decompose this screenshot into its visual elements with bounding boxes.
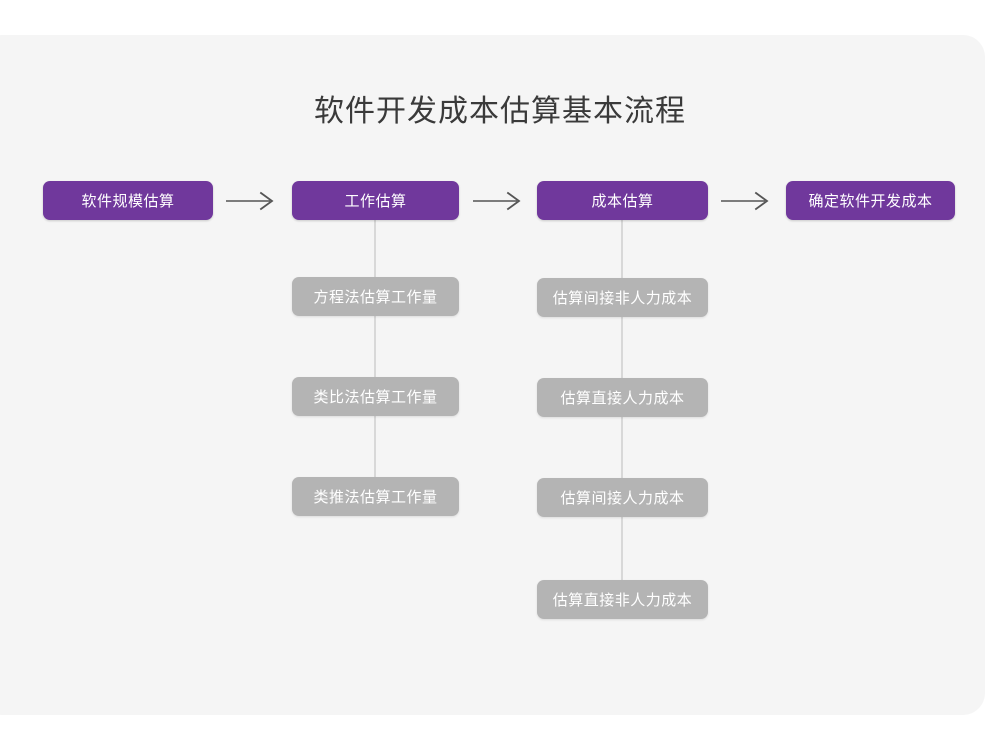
arrow-2-to-3-icon <box>471 190 527 212</box>
stage-node-3[interactable]: 成本估算 <box>537 181 708 220</box>
substep-node-3-1[interactable]: 估算间接非人力成本 <box>537 278 708 317</box>
stage-node-1[interactable]: 软件规模估算 <box>43 181 213 220</box>
diagram-card <box>0 35 985 715</box>
substep-node-2-3[interactable]: 类推法估算工作量 <box>292 477 459 516</box>
substep-node-2-2[interactable]: 类比法估算工作量 <box>292 377 459 416</box>
substep-node-2-1[interactable]: 方程法估算工作量 <box>292 277 459 316</box>
arrow-3-to-4-icon <box>719 190 775 212</box>
stage-node-2[interactable]: 工作估算 <box>292 181 459 220</box>
substep-node-3-2[interactable]: 估算直接人力成本 <box>537 378 708 417</box>
arrow-1-to-2-icon <box>224 190 280 212</box>
connector-line-stage-2 <box>374 214 376 504</box>
page-title: 软件开发成本估算基本流程 <box>314 95 686 128</box>
substep-node-3-4[interactable]: 估算直接非人力成本 <box>537 580 708 619</box>
substep-node-3-3[interactable]: 估算间接人力成本 <box>537 478 708 517</box>
stage-node-4[interactable]: 确定软件开发成本 <box>786 181 955 220</box>
